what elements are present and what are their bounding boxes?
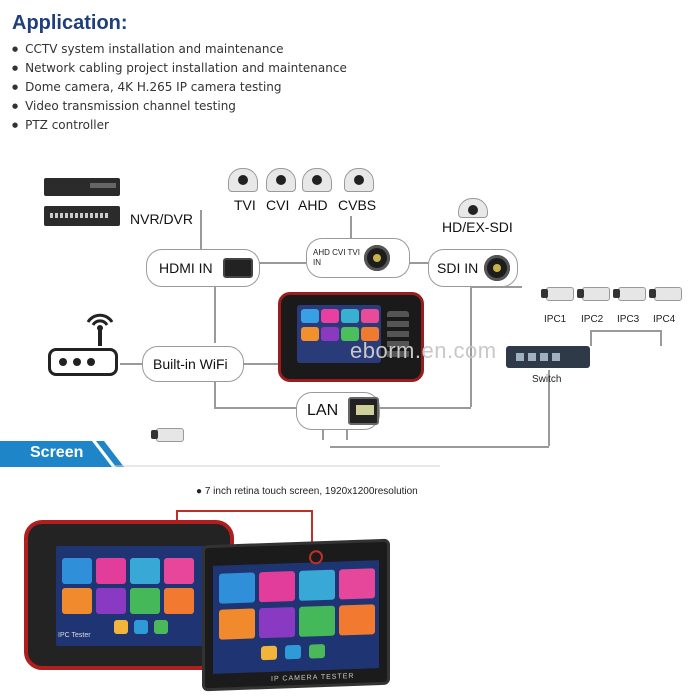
wire <box>240 363 280 365</box>
wire <box>214 380 216 408</box>
dome-camera-icon <box>302 168 332 192</box>
hdmi-port-icon <box>222 258 253 278</box>
watermark-text: eborm.en.com <box>350 338 497 363</box>
sdi-camera-icon <box>458 198 488 218</box>
analog-in-box: AHD CVI TVI IN <box>306 238 410 278</box>
analog-in-label: AHD CVI TVI IN <box>313 248 360 267</box>
ipc-label: IPC3 <box>617 314 640 325</box>
wire <box>120 363 142 365</box>
tester-device-image <box>278 292 424 382</box>
application-item: Dome camera, 4K H.265 IP camera testing <box>12 78 347 97</box>
lan-box: LAN <box>296 392 380 430</box>
wifi-box: Built-in WiFi <box>142 346 244 382</box>
router-antenna <box>98 330 102 346</box>
large-screen-display <box>213 560 379 674</box>
ipc-camera-icon <box>613 287 646 301</box>
sdi-in-box: SDI IN <box>428 249 518 287</box>
bnc-connector-icon <box>484 255 511 281</box>
large-screen-image: IP CAMERA TESTER <box>202 538 390 692</box>
ipc-label: IPC4 <box>653 314 676 325</box>
application-title: Application: <box>12 12 128 34</box>
screen-section-title: Screen <box>30 444 84 461</box>
hdmi-in-box: HDMI IN <box>146 249 260 287</box>
screen-section-band: Screen <box>0 441 440 467</box>
device-screen <box>56 546 206 646</box>
wire <box>330 446 549 448</box>
switch-icon <box>506 346 590 368</box>
ipc-label: IPC1 <box>544 314 567 325</box>
dome-camera-icon <box>228 168 258 192</box>
wire <box>470 287 472 407</box>
ipc-camera-icon <box>577 287 610 301</box>
device-brand: IPC Tester <box>58 632 91 639</box>
application-item: PTZ controller <box>12 116 347 135</box>
wire <box>660 330 662 346</box>
wire <box>322 430 324 440</box>
ipc-camera-icon <box>649 287 682 301</box>
wifi-signal-icon <box>82 306 118 332</box>
wire <box>378 407 471 409</box>
ipc-camera-icon <box>541 287 574 301</box>
wire <box>350 216 352 238</box>
wire <box>214 287 216 343</box>
wire <box>214 407 298 409</box>
screen-caption: ● 7 inch retina touch screen, 1920x1200r… <box>196 486 418 497</box>
wire <box>590 330 592 346</box>
wire <box>548 370 550 446</box>
nvr-box-icon <box>44 178 120 196</box>
sdi-in-label: SDI IN <box>437 260 479 276</box>
caption-bullet: ● <box>196 486 205 497</box>
lan-port-icon <box>348 397 379 425</box>
wire <box>258 262 306 264</box>
camera-type-label: TVI <box>234 197 256 213</box>
application-list: CCTV system installation and maintenance… <box>12 40 347 135</box>
caption-text: 7 inch retina touch screen, 1920x1200res… <box>204 486 418 497</box>
wire <box>200 210 202 258</box>
large-screen-footer: IP CAMERA TESTER <box>271 672 355 683</box>
wire <box>346 430 348 440</box>
wire <box>590 330 660 332</box>
dome-camera-icon <box>344 168 374 192</box>
switch-label: Switch <box>532 374 562 385</box>
hdmi-in-label: HDMI IN <box>159 260 213 276</box>
bullet-camera-icon <box>151 428 184 442</box>
application-item: CCTV system installation and maintenance <box>12 40 347 59</box>
hdsdi-label: HD/EX-SDI <box>442 219 513 235</box>
application-item: Network cabling project installation and… <box>12 59 347 78</box>
application-item: Video transmission channel testing <box>12 97 347 116</box>
callout-line <box>311 510 313 550</box>
nvr-dvr-label: NVR/DVR <box>130 211 194 227</box>
camera-type-label: CVBS <box>338 197 377 213</box>
lan-label: LAN <box>307 402 339 419</box>
wifi-label: Built-in WiFi <box>153 356 228 372</box>
dome-camera-icon <box>266 168 296 192</box>
callout-line <box>176 510 312 512</box>
bnc-connector-icon <box>363 245 390 271</box>
dvr-box-icon <box>44 206 120 226</box>
tester-device-front: IPC Tester <box>24 520 234 670</box>
camera-type-label: CVI <box>266 197 290 213</box>
wire <box>408 262 430 264</box>
router-icon <box>48 348 118 376</box>
camera-type-label: AHD <box>298 197 328 213</box>
ipc-label: IPC2 <box>581 314 604 325</box>
